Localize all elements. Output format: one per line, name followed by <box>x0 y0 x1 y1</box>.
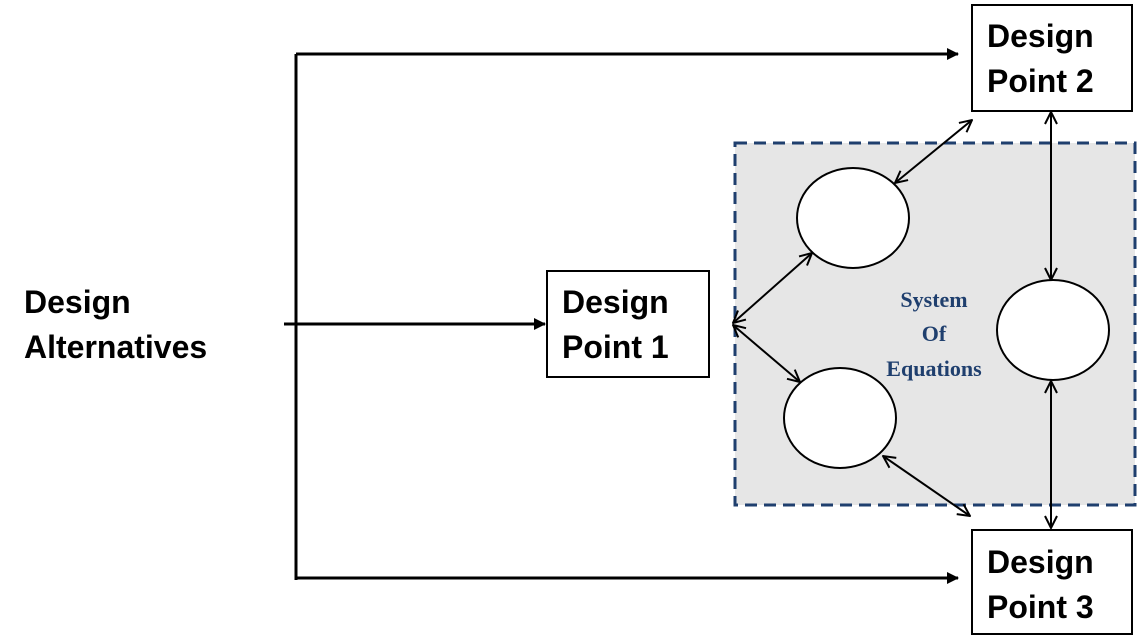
design-point-2-line1: Design <box>987 18 1094 54</box>
design-alternatives-line1: Design <box>24 284 131 320</box>
design-point-1-box: Design Point 1 <box>546 270 710 378</box>
coupling-arrow-bottom-node-dp3 <box>883 456 970 516</box>
design-point-2-line2: Point 2 <box>987 63 1094 99</box>
system-label-line2: Of <box>922 321 947 346</box>
design-point-2-box: Design Point 2 <box>971 4 1133 112</box>
design-point-3-line2: Point 3 <box>987 589 1094 625</box>
design-point-3-line1: Design <box>987 544 1094 580</box>
system-label-line3: Equations <box>886 356 982 381</box>
coupling-arrow-dp2-top-node <box>895 120 972 183</box>
design-alternatives-line2: Alternatives <box>24 329 207 365</box>
design-point-3-box: Design Point 3 <box>971 529 1133 635</box>
coupling-arrow-dp1-bottom-node <box>733 325 800 382</box>
equation-node-top <box>796 167 910 269</box>
equation-node-bottom <box>783 367 897 469</box>
design-point-1-line2: Point 1 <box>562 329 669 365</box>
equation-node-right <box>996 279 1110 381</box>
design-point-1-line1: Design <box>562 284 669 320</box>
coupling-arrow-dp1-top-node <box>733 253 812 323</box>
system-label-line1: System <box>900 287 967 312</box>
